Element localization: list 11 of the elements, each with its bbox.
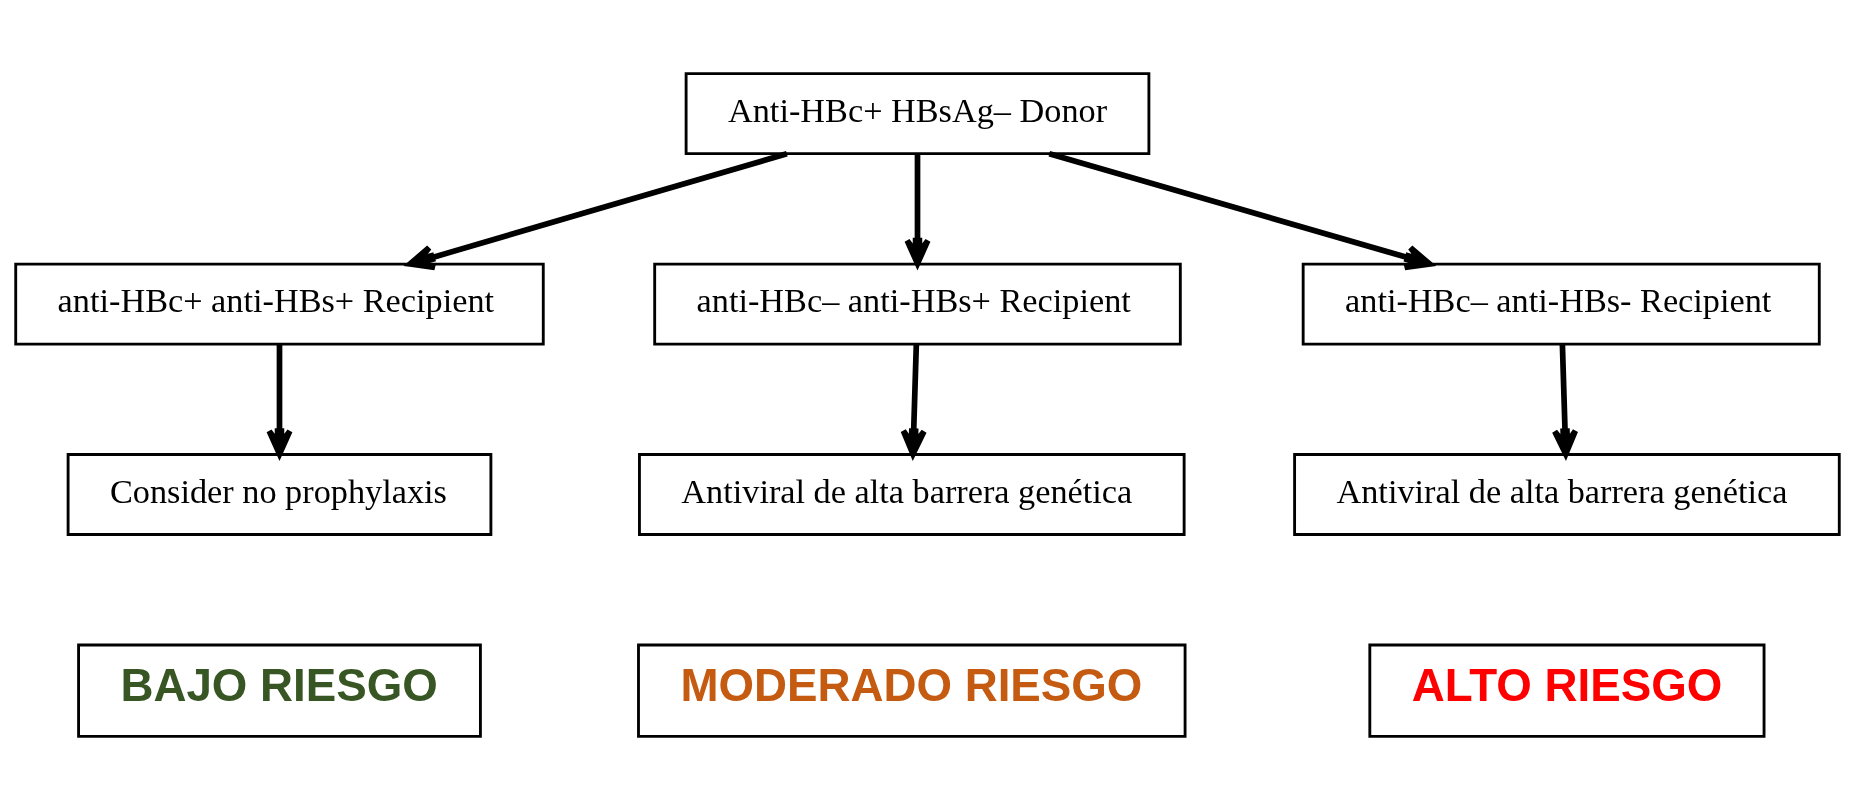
node-box: anti-HBc– anti-HBs+ Recipient [653,262,1182,345]
node-box: Consider no prophylaxis [66,452,493,536]
node-box: BAJO RIESGO [77,643,482,738]
node-box: anti-HBc– anti-HBs- Recipient [1301,262,1821,345]
node-box: Antiviral de alta barrera genética [638,452,1186,536]
node-box: MODERADO RIESGO [637,643,1187,738]
node-box: anti-HBc+ anti-HBs+ Recipient [14,262,545,345]
node-box: ALTO RIESGO [1368,643,1766,738]
arrow [1048,150,1433,270]
node-box: Antiviral de alta barrera genética [1293,452,1841,536]
node-box: Anti-HBc+ HBsAg– Donor [684,71,1151,155]
